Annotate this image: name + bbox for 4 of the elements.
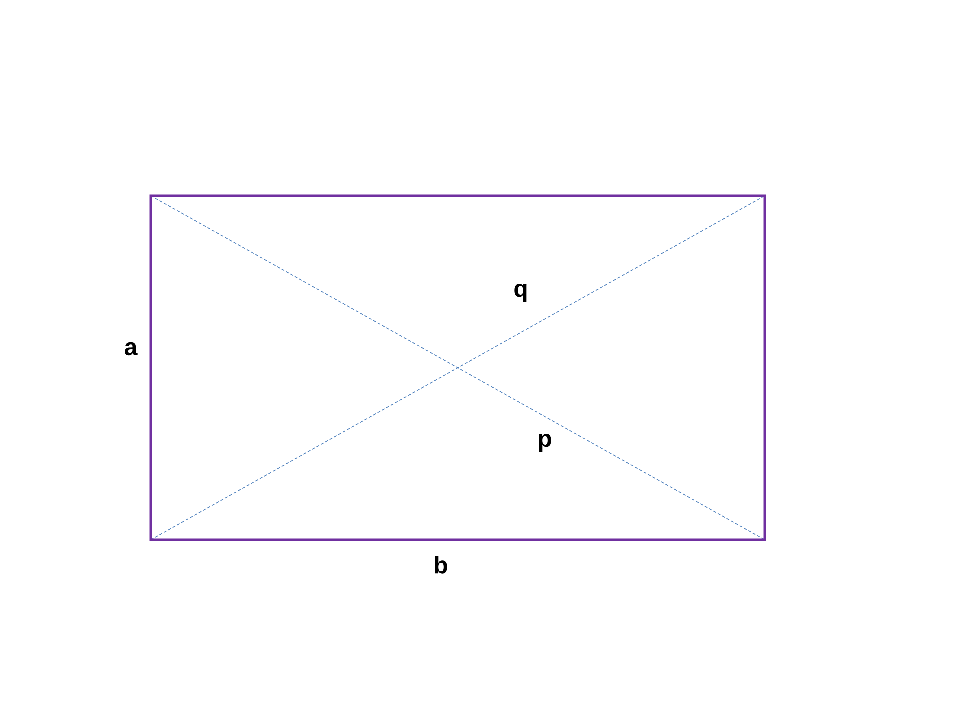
diagonal-label: p (539, 434, 552, 452)
side-label: a (125, 342, 138, 356)
side-label: b (435, 556, 448, 574)
diagonal-label: q (514, 284, 527, 302)
